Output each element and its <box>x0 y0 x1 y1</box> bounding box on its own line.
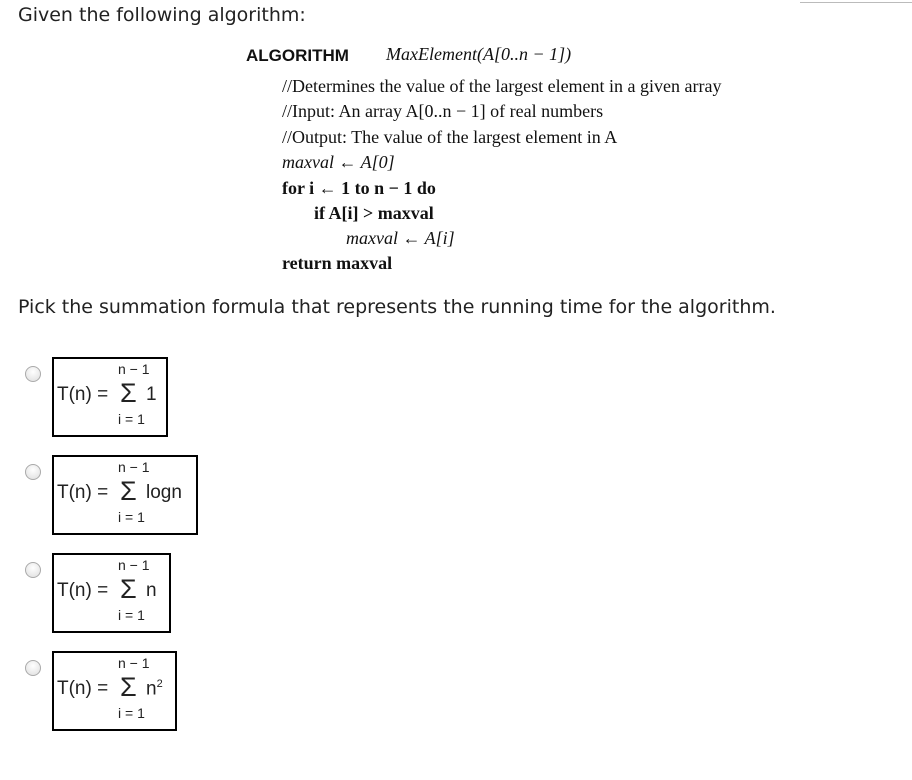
sigma-symbol: Σ <box>120 378 137 408</box>
option-radio[interactable] <box>25 464 41 480</box>
formula-lower-limit: i = 1 <box>118 705 145 721</box>
algorithm-line: //Determines the value of the largest el… <box>282 76 722 96</box>
algorithm-line: //Output: The value of the largest eleme… <box>282 127 618 147</box>
option-formula[interactable]: T(n) = n − 1 Σ i = 1 n2 <box>52 651 177 731</box>
option-radio[interactable] <box>25 562 41 578</box>
formula-upper-limit: n − 1 <box>118 459 150 475</box>
option-formula[interactable]: T(n) = n − 1 Σ i = 1 1 <box>52 357 168 437</box>
option-radio[interactable] <box>25 366 41 382</box>
algorithm-keyword: ALGORITHM <box>246 46 349 65</box>
option-formula[interactable]: T(n) = n − 1 Σ i = 1 n <box>52 553 171 633</box>
algorithm-line: maxval ← A[0] <box>282 152 395 172</box>
algorithm-line: for i ← 1 to n − 1 do <box>282 178 436 198</box>
formula-upper-limit: n − 1 <box>118 655 150 671</box>
algorithm-line: if A[i] > maxval <box>314 203 434 223</box>
algorithm-image: ALGORITHM MaxElement(A[0..n − 1]) //Dete… <box>246 40 810 280</box>
formula-upper-limit: n − 1 <box>118 557 150 573</box>
formula-lower-limit: i = 1 <box>118 607 145 623</box>
formula-exponent: 2 <box>156 678 163 690</box>
formula-lhs: T(n) = <box>57 678 109 699</box>
formula-term: n <box>146 580 157 601</box>
algorithm-line: //Input: An array A[0..n − 1] of real nu… <box>282 101 604 121</box>
divider <box>800 2 912 3</box>
algorithm-line: return maxval <box>282 253 393 273</box>
formula-term: n2 <box>146 678 163 700</box>
question-intro: Given the following algorithm: <box>18 4 306 26</box>
question-prompt: Pick the summation formula that represen… <box>18 296 776 318</box>
formula-upper-limit: n − 1 <box>118 361 150 377</box>
formula-lhs: T(n) = <box>57 580 109 601</box>
sigma-symbol: Σ <box>120 672 137 702</box>
formula-lower-limit: i = 1 <box>118 509 145 525</box>
formula-lhs: T(n) = <box>57 482 109 503</box>
formula-term: 1 <box>146 384 157 405</box>
formula-lhs: T(n) = <box>57 384 109 405</box>
sigma-symbol: Σ <box>120 574 137 604</box>
formula-lower-limit: i = 1 <box>118 411 145 427</box>
formula-term: logn <box>146 482 182 503</box>
algorithm-signature: MaxElement(A[0..n − 1]) <box>386 44 572 64</box>
algorithm-line: maxval ← A[i] <box>346 228 455 248</box>
option-radio[interactable] <box>25 660 41 676</box>
sigma-symbol: Σ <box>120 476 137 506</box>
option-formula[interactable]: T(n) = n − 1 Σ i = 1 logn <box>52 455 198 535</box>
